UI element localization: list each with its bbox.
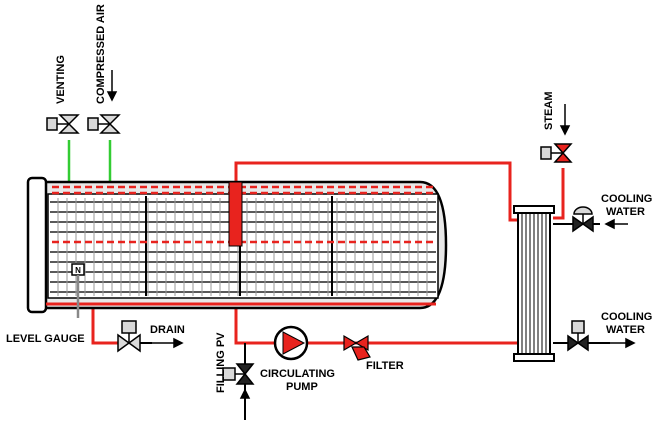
cooling-water-out-valve-icon[interactable]: [567, 320, 589, 352]
arrow-down-icon: [559, 125, 571, 136]
heat-exchanger-top-flange: [513, 205, 555, 214]
labels: VENTING COMPRESSED AIR STEAM COOLING WAT…: [6, 4, 652, 393]
cooling-water-in-valve-icon[interactable]: [572, 206, 594, 233]
drain-line: [91, 308, 118, 345]
cooling-water-out-label-2: WATER: [606, 324, 645, 336]
level-gauge-label: LEVEL GAUGE: [6, 333, 85, 345]
cooling-water-in-label-2: WATER: [606, 206, 645, 218]
autoclave-vessel: N: [26, 176, 448, 318]
arrow-right-icon: [173, 337, 184, 349]
steam-valve-icon[interactable]: [540, 143, 573, 163]
arrow-right-icon: [625, 337, 636, 349]
arrow-left-icon: [604, 218, 615, 230]
rack-shelves: [50, 198, 436, 296]
flow-arrows: [106, 70, 636, 399]
cooling-water-in-label: COOLING: [601, 193, 652, 205]
drain-valve-icon[interactable]: [117, 320, 141, 353]
vessel-door: [26, 176, 48, 314]
cooling-water-out-label: COOLING: [601, 311, 652, 323]
heat-exchanger-plates: [521, 214, 547, 354]
steam-label: STEAM: [543, 92, 555, 131]
return-line: [234, 308, 520, 345]
heat-exchanger-bottom-flange: [513, 353, 555, 362]
compressed-air-valve-icon[interactable]: [87, 114, 121, 134]
steam-line: [553, 168, 565, 220]
riser-pipe: [228, 181, 243, 247]
level-marker-text: N: [75, 266, 81, 275]
arrow-up-icon: [239, 388, 251, 399]
heat-exchanger-icon: [513, 205, 555, 362]
circulating-pump-label: CIRCULATING: [260, 368, 335, 380]
arrow-down-icon: [106, 91, 118, 102]
filling-valve-icon[interactable]: [222, 363, 255, 385]
filling-pv-label: FILLING PV: [215, 332, 227, 393]
venting-valve-icon[interactable]: [46, 114, 80, 134]
circulating-pump-icon[interactable]: [273, 325, 309, 361]
compressed-air-label: COMPRESSED AIR: [95, 4, 107, 104]
filter-label: FILTER: [366, 360, 404, 372]
supply-line-top: [234, 161, 520, 222]
filter-icon[interactable]: [343, 334, 371, 361]
drain-label: DRAIN: [150, 324, 185, 336]
circulating-pump-label-2: PUMP: [286, 381, 318, 393]
venting-label: VENTING: [55, 55, 67, 104]
